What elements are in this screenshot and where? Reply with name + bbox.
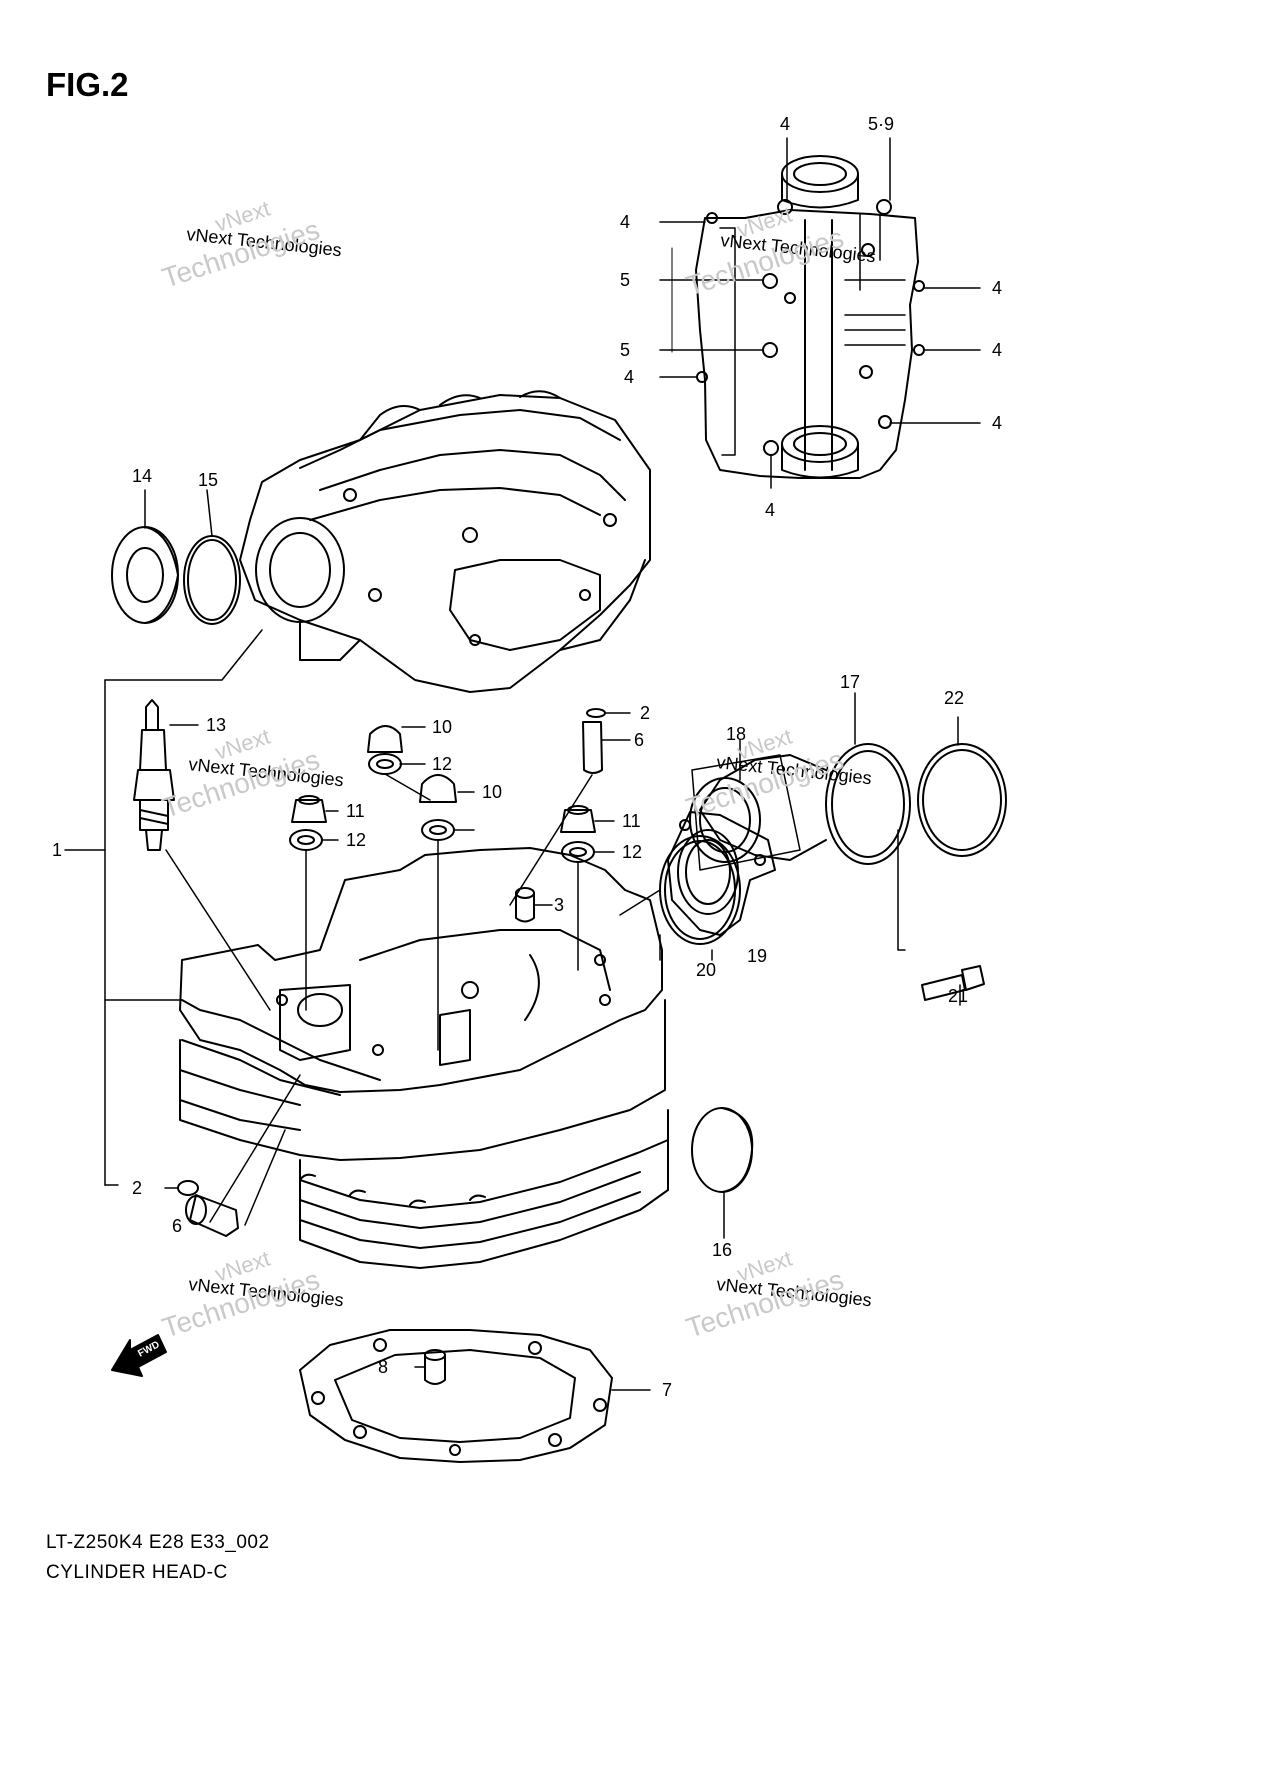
- bolt-21: [921, 965, 985, 1001]
- callout: 4: [992, 278, 1002, 298]
- nut-11a: [291, 795, 327, 823]
- callout: 4: [620, 212, 630, 232]
- callout: 12: [346, 830, 366, 850]
- cover-seal-14: [111, 526, 179, 624]
- clamp-22: [917, 743, 1007, 857]
- callout: 14: [132, 466, 152, 486]
- callout: 2: [640, 703, 650, 723]
- callout: 12: [622, 842, 642, 862]
- callout: 1: [52, 840, 62, 860]
- callout: 10: [482, 782, 502, 802]
- plug-16: [691, 1107, 754, 1193]
- callout: 6: [634, 730, 644, 750]
- fwd-arrow-icon: [111, 1334, 167, 1377]
- head-cover-top-view: [695, 155, 925, 479]
- watermark-6: vNext vNext Technologies Technologies: [682, 1246, 872, 1344]
- callout: 20: [696, 960, 716, 980]
- watermark-3: vNext vNext Technologies Technologies: [158, 724, 344, 824]
- head-cover-3d: [239, 390, 651, 693]
- callout: 21: [948, 986, 968, 1006]
- stud-6-upper: [582, 708, 606, 774]
- watermark-2: vNext vNext Technologies Technologies: [682, 202, 876, 302]
- watermark-4: vNext vNext Technologies Technologies: [682, 724, 872, 824]
- callout: 15: [198, 470, 218, 490]
- intake-pipe-17: [689, 743, 911, 871]
- watermark-1: vNext vNext Technologies Technologies: [158, 196, 342, 294]
- callout: 19: [747, 946, 767, 966]
- callout: 22: [944, 688, 964, 708]
- cap-nut-10b: [419, 774, 457, 803]
- callout: 11: [346, 801, 365, 821]
- callout-labels: 4 5·9 4 5 5 4 4 4 4 4 14 15 13 10 12 10 …: [52, 114, 1002, 1400]
- callout: 7: [662, 1380, 672, 1400]
- dowel-pin-8: [424, 1349, 446, 1385]
- figure-caption: CYLINDER HEAD-C: [46, 1562, 228, 1583]
- head-gasket-7: [299, 1329, 613, 1463]
- callout: 11: [622, 811, 641, 831]
- leader-lines: [64, 137, 981, 1391]
- callout: 12: [432, 754, 452, 774]
- washer-12c: [289, 829, 323, 851]
- stud-6-lower: [177, 1180, 239, 1237]
- callout: 4: [992, 340, 1002, 360]
- callout: 3: [554, 895, 564, 915]
- callout: 5·9: [868, 114, 894, 134]
- figure-title: FIG.2: [46, 66, 129, 103]
- cylinder-head: [179, 847, 669, 1269]
- washer-12a: [368, 753, 402, 775]
- callout: 6: [172, 1216, 182, 1236]
- callout: 18: [726, 724, 746, 744]
- callout: 8: [378, 1357, 388, 1377]
- callout: 10: [432, 717, 452, 737]
- callout: 13: [206, 715, 226, 735]
- callout: 5: [620, 270, 630, 290]
- cap-nut-10a: [367, 725, 403, 753]
- callout: 4: [992, 413, 1002, 433]
- spark-plug-13: [133, 699, 175, 851]
- watermark-5: vNext vNext Technologies Technologies: [158, 1246, 344, 1344]
- callout: 2: [132, 1178, 142, 1198]
- callout: 5: [620, 340, 630, 360]
- dowel-pin-3: [515, 887, 535, 923]
- callout: 4: [780, 114, 790, 134]
- callout: 17: [840, 672, 860, 692]
- callout: 4: [624, 367, 634, 387]
- washer-12b: [421, 819, 455, 841]
- callout: 16: [712, 1240, 732, 1260]
- callout: 4: [765, 500, 775, 520]
- drawing-code: LT-Z250K4 E28 E33_002: [46, 1532, 270, 1553]
- nut-11b: [560, 805, 596, 833]
- oring-15: [183, 535, 241, 625]
